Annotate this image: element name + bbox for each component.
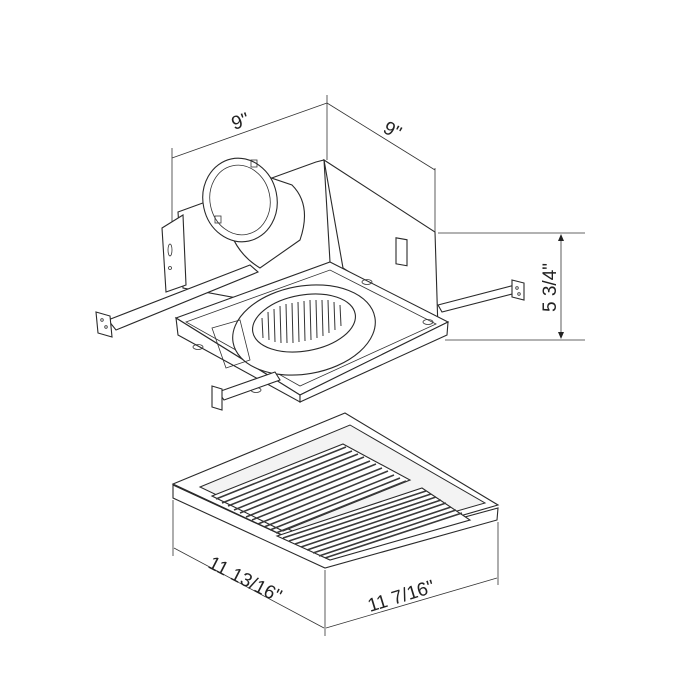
label-housing-height: 5 3/4" [540, 263, 561, 312]
label-housing-width: 9" [229, 109, 252, 134]
duct-collar [202, 157, 306, 269]
blower-wheel [232, 284, 376, 376]
grille-slats-upper [215, 446, 407, 534]
fan-housing [161, 157, 450, 403]
label-grille-width: 11 13/16" [205, 553, 285, 608]
dimension-housing-height: 5 3/4" [438, 232, 585, 341]
dimension-housing-width: 9" [171, 95, 328, 225]
label-housing-depth: 9" [379, 118, 404, 145]
fan-grille [171, 412, 500, 569]
mounting-brackets [95, 264, 525, 411]
grille-slats-lower [282, 490, 463, 559]
label-grille-depth: 11 7/16" [365, 577, 437, 617]
